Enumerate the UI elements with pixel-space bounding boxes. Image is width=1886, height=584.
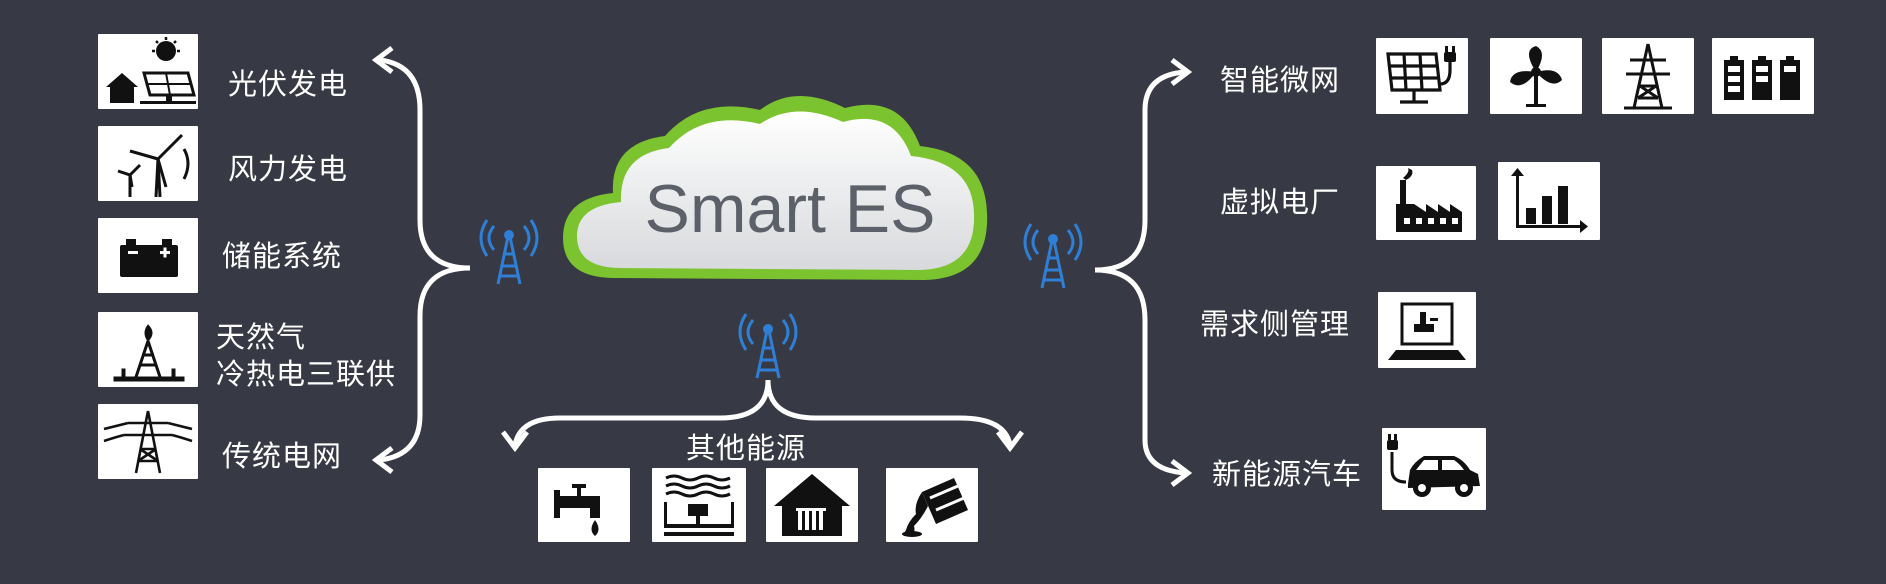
wind-turbine-icon (98, 126, 198, 201)
antenna-bottom-icon (738, 313, 798, 379)
electric-car-icon (1382, 428, 1486, 510)
geothermal-icon (652, 468, 746, 542)
hub-title: Smart ES (644, 171, 936, 247)
left-label-gas-line2: 冷热电三联供 (216, 357, 397, 391)
monitor-terminal-icon (1378, 292, 1476, 368)
battery-bank-icon (1712, 38, 1814, 114)
arrow-right-top (1170, 58, 1193, 86)
right-label-ev: 新能源汽车 (1212, 457, 1363, 491)
power-tower-icon (98, 404, 198, 479)
factory-icon (1376, 166, 1476, 240)
arrow-down-bottom-right (996, 430, 1024, 453)
left-label-storage: 储能系统 (222, 239, 343, 273)
solar-panel-plug-icon (1376, 38, 1468, 114)
left-label-grid: 传统电网 (222, 439, 343, 473)
bottom-label: 其他能源 (686, 431, 807, 465)
right-label-vpp: 虚拟电厂 (1220, 185, 1341, 219)
right-label-dsm: 需求侧管理 (1200, 307, 1351, 341)
left-connector-upper (379, 57, 471, 271)
arrow-down-left (371, 446, 394, 474)
water-tap-icon (538, 468, 630, 542)
left-label-wind: 风力发电 (228, 152, 349, 186)
bottom-connector-left (512, 379, 771, 446)
oil-barrel-icon (886, 468, 978, 542)
arrow-up-left (371, 46, 394, 74)
cloud-hub (563, 95, 988, 280)
arrow-down-bottom-left (501, 430, 529, 453)
right-connector-lower (1094, 267, 1186, 476)
battery-icon (98, 218, 198, 293)
bottom-connector-right (765, 379, 1013, 446)
left-label-solar: 光伏发电 (228, 67, 349, 101)
transmission-tower-icon (1602, 38, 1694, 114)
bar-chart-icon (1498, 162, 1600, 240)
right-connector-upper (1094, 69, 1186, 273)
heating-house-icon (766, 468, 858, 542)
solar-house-icon (98, 34, 198, 109)
gas-well-icon (98, 312, 198, 387)
left-label-gas-line1: 天然气 (216, 320, 307, 354)
arrow-right-bottom (1170, 459, 1193, 487)
fan-icon (1490, 38, 1582, 114)
right-label-microgrid: 智能微网 (1220, 63, 1341, 97)
antenna-right-icon (1023, 223, 1083, 289)
antenna-left-icon (479, 219, 539, 285)
left-connector-lower (379, 265, 471, 463)
